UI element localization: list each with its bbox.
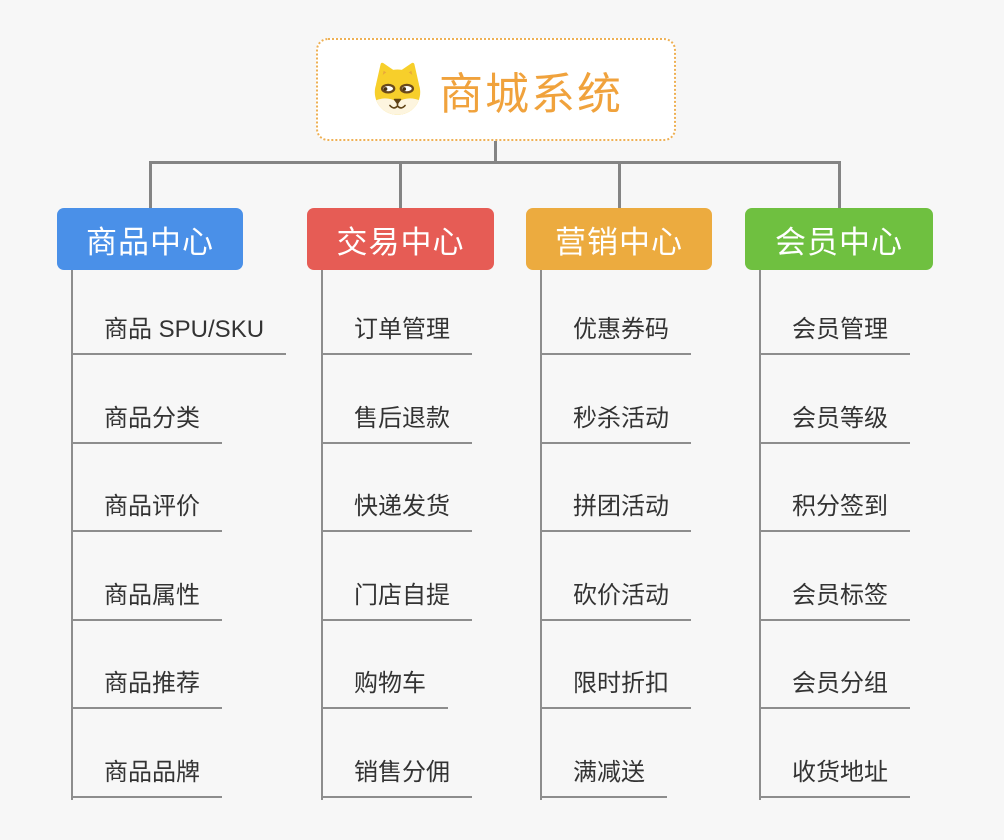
root-topic-node[interactable]: 商城系统 <box>316 38 676 141</box>
trunk-connector-marketing-center <box>540 270 542 800</box>
trunk-connector-trade-center <box>321 270 323 800</box>
drop-connector-product-center <box>148 161 152 208</box>
bus-connector <box>150 161 839 164</box>
topic-leaf[interactable]: 订单管理 <box>321 315 472 355</box>
topic-leaf[interactable]: 商品评价 <box>71 492 222 532</box>
topic-leaf[interactable]: 商品分类 <box>71 404 222 444</box>
topic-leaf[interactable]: 快递发货 <box>321 492 472 532</box>
topic-leaf[interactable]: 秒杀活动 <box>540 404 691 444</box>
topic-leaf[interactable]: 销售分佣 <box>321 758 472 798</box>
topic-leaf[interactable]: 积分签到 <box>759 492 910 532</box>
drop-connector-member-center <box>837 161 841 208</box>
branch-header-marketing-center[interactable]: 营销中心 <box>526 208 712 270</box>
topic-leaf[interactable]: 商品品牌 <box>71 758 222 798</box>
topic-leaf[interactable]: 购物车 <box>321 669 448 709</box>
trunk-connector-member-center <box>759 270 761 800</box>
topic-leaf[interactable]: 售后退款 <box>321 404 472 444</box>
trunk-connector-product-center <box>71 270 73 800</box>
branch-header-product-center[interactable]: 商品中心 <box>57 208 243 270</box>
topic-leaf[interactable]: 商品推荐 <box>71 669 222 709</box>
topic-leaf[interactable]: 满减送 <box>540 758 667 798</box>
topic-leaf[interactable]: 商品 SPU/SKU <box>71 315 287 355</box>
topic-leaf[interactable]: 会员等级 <box>759 404 910 444</box>
root-stem-connector <box>493 141 497 164</box>
topic-leaf[interactable]: 会员分组 <box>759 669 910 709</box>
topic-leaf[interactable]: 拼团活动 <box>540 492 691 532</box>
topic-leaf[interactable]: 会员标签 <box>759 581 910 621</box>
drop-connector-marketing-center <box>617 161 621 208</box>
branch-header-member-center[interactable]: 会员中心 <box>745 208 933 270</box>
topic-leaf[interactable]: 收货地址 <box>759 758 910 798</box>
topic-leaf[interactable]: 商品属性 <box>71 581 222 621</box>
branch-header-trade-center[interactable]: 交易中心 <box>307 208 494 270</box>
topic-leaf[interactable]: 门店自提 <box>321 581 472 621</box>
topic-leaf[interactable]: 优惠券码 <box>540 315 691 355</box>
topic-leaf[interactable]: 限时折扣 <box>540 669 691 709</box>
dog-face-icon <box>374 62 421 115</box>
topic-leaf[interactable]: 砍价活动 <box>540 581 691 621</box>
topic-leaf[interactable]: 会员管理 <box>759 315 910 355</box>
drop-connector-trade-center <box>399 161 402 208</box>
root-topic-title: 商城系统 <box>439 69 623 119</box>
